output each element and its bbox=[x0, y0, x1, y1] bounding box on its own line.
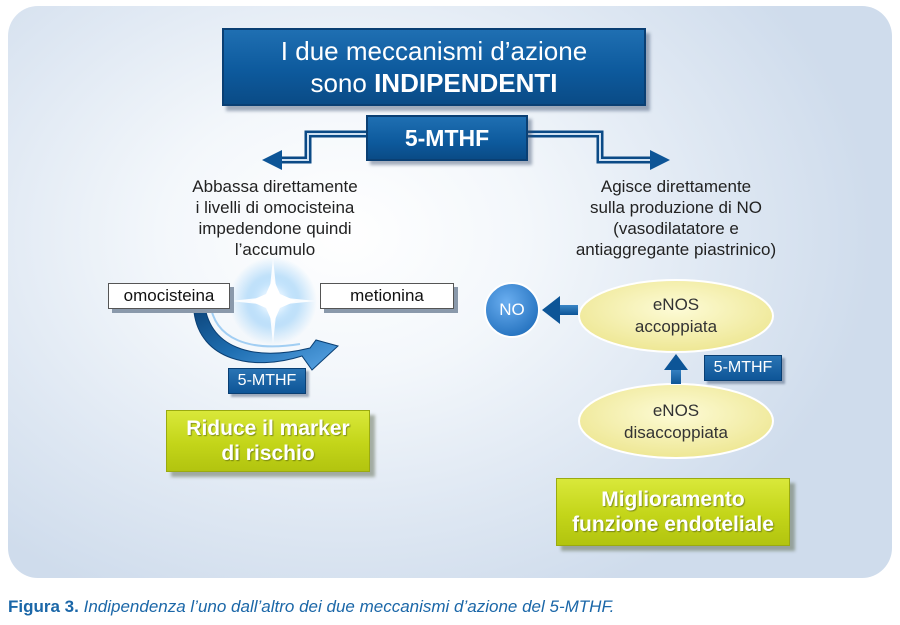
metionina-box: metionina bbox=[320, 283, 454, 309]
title-line-2-bold: INDIPENDENTI bbox=[374, 68, 558, 98]
right-outcome-line: funzione endoteliale bbox=[572, 513, 774, 536]
left-outcome-line: Riduce il marker bbox=[186, 417, 350, 440]
right-branch-arrow bbox=[524, 130, 670, 170]
right-5mthf-tag: 5-MTHF bbox=[704, 355, 782, 381]
figure-caption: Figura 3. Indipendenza l’uno dall’altro … bbox=[8, 597, 614, 617]
title-line-2-prefix: sono bbox=[310, 68, 375, 98]
left-description-line: impedendone quindi bbox=[198, 219, 352, 238]
enos-uncoupled-label: eNOS disaccoppiata bbox=[586, 400, 766, 444]
right-description: Agisce direttamente sulla produzione di … bbox=[536, 176, 816, 260]
enos-coupled-label: eNOS accoppiata bbox=[586, 294, 766, 338]
enos-uncoupled-line: disaccoppiata bbox=[624, 423, 728, 442]
title-line-1: I due meccanismi d’azione bbox=[280, 36, 588, 66]
enos-coupled-ellipse bbox=[578, 279, 774, 353]
left-branch-arrow bbox=[262, 130, 366, 170]
caption-label: Figura 3. bbox=[8, 597, 79, 616]
left-description: Abbassa direttamente i livelli di omocis… bbox=[150, 176, 400, 260]
right-description-line: antiaggregante piastrinico) bbox=[575, 240, 777, 259]
no-label: NO bbox=[499, 300, 525, 319]
left-outcome-line: di rischio bbox=[221, 442, 315, 465]
center-5mthf-box: 5-MTHF bbox=[366, 115, 528, 161]
sparkle-glow bbox=[229, 257, 317, 345]
omocisteina-box: omocisteina bbox=[108, 283, 230, 309]
right-outcome-box: Miglioramento funzione endoteliale bbox=[556, 478, 790, 546]
title-box: I due meccanismi d’azione sono INDIPENDE… bbox=[222, 28, 646, 106]
caption-text: Indipendenza l’uno dall’altro dei due me… bbox=[83, 597, 615, 616]
enos-to-no-arrow bbox=[542, 296, 578, 324]
right-description-line: Agisce direttamente bbox=[600, 177, 752, 196]
left-outcome-box: Riduce il marker di rischio bbox=[166, 410, 370, 472]
title-line-2: sono INDIPENDENTI bbox=[224, 67, 644, 99]
right-description-line: sulla produzione di NO bbox=[590, 198, 762, 217]
left-description-line: l’accumulo bbox=[234, 240, 316, 259]
left-description-line: i livelli di omocisteina bbox=[195, 198, 355, 217]
right-description-line: (vasodilatatore e bbox=[613, 219, 739, 238]
enos-uncoupled-line: eNOS bbox=[652, 401, 700, 420]
enos-coupled-line: eNOS bbox=[652, 295, 700, 314]
right-outcome-line: Miglioramento bbox=[601, 488, 745, 511]
left-description-line: Abbassa direttamente bbox=[192, 177, 358, 196]
conversion-curve-arrow bbox=[193, 298, 340, 371]
enos-coupled-line: accoppiata bbox=[634, 317, 718, 336]
no-circle bbox=[484, 282, 540, 338]
left-5mthf-tag: 5-MTHF bbox=[228, 368, 306, 394]
uncoupled-to-coupled-arrow bbox=[664, 354, 688, 384]
